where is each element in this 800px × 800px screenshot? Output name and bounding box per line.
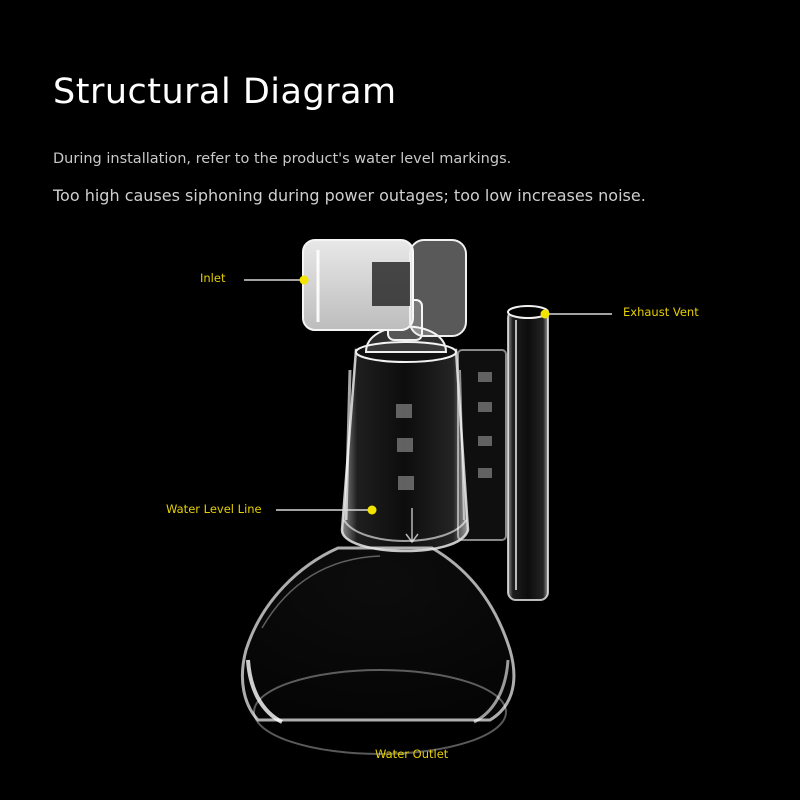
callout-inlet: [244, 275, 309, 285]
callout-water-level: [276, 505, 377, 515]
exhaust-vent-tube: [507, 305, 549, 601]
instruction-text-1: During installation, refer to the produc…: [53, 151, 512, 167]
label-water-level-line: Water Level Line: [166, 502, 262, 516]
instruction-text-2: Too high causes siphoning during power o…: [53, 186, 646, 205]
inlet-elbow: [302, 239, 467, 337]
page-title: Structural Diagram: [53, 72, 397, 112]
label-inlet: Inlet: [200, 271, 226, 285]
main-body: [340, 341, 470, 553]
suction-cup: [240, 546, 516, 755]
callout-exhaust-vent: [540, 309, 612, 319]
label-exhaust-vent: Exhaust Vent: [623, 305, 699, 319]
label-water-outlet: Water Outlet: [375, 747, 449, 761]
